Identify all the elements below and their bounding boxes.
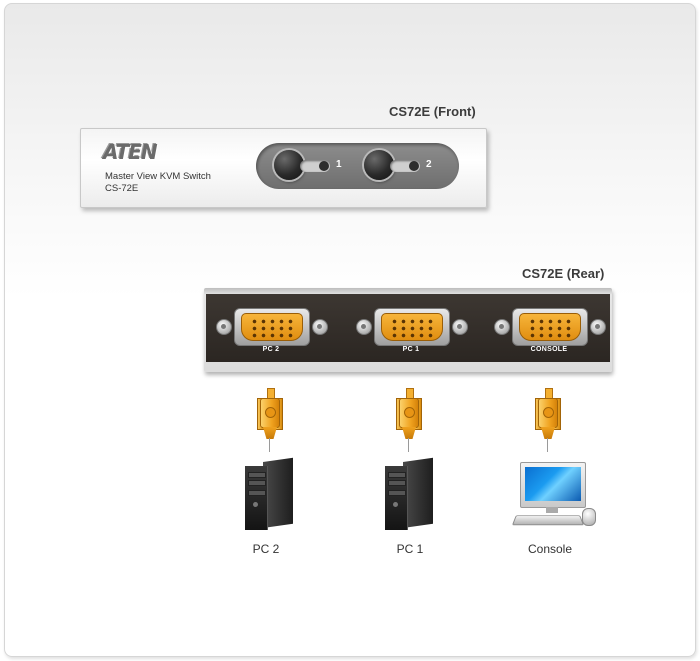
screw-icon [452, 319, 468, 335]
screw-icon [494, 319, 510, 335]
rear-port-label: PC 2 [262, 346, 280, 353]
rear-port-console: CONSOLE [494, 308, 606, 354]
screw-icon [216, 319, 232, 335]
device-label-console: Console [527, 542, 573, 556]
pc-tower-icon [385, 457, 435, 530]
port-1-led-icon [300, 160, 330, 172]
rear-heading: CS72E (Rear) [522, 266, 605, 281]
model-name: CS-72E [105, 183, 139, 194]
port-1-number: 1 [336, 159, 342, 170]
port-2-button[interactable] [364, 150, 394, 180]
vga-port-icon [234, 308, 310, 346]
device-label-pc1: PC 1 [396, 542, 424, 556]
rear-port-pc1: PC 1 [356, 308, 468, 354]
vga-port-icon [374, 308, 450, 346]
vga-cable-icon [394, 388, 424, 452]
rear-port-label: PC 1 [402, 346, 420, 353]
device-label-pc2: PC 2 [252, 542, 280, 556]
vga-cable-icon [533, 388, 563, 452]
rear-port-label: CONSOLE [530, 346, 568, 353]
front-heading: CS72E (Front) [389, 104, 476, 119]
front-panel: ATEN Master View KVM Switch CS-72E 1 2 [80, 128, 487, 208]
rear-panel-face: PC 2 PC 1 CONSOLE [206, 294, 610, 362]
pc-tower-icon [245, 457, 295, 530]
screw-icon [590, 319, 606, 335]
product-line: Master View KVM Switch [105, 171, 211, 182]
rear-port-pc2: PC 2 [216, 308, 328, 354]
screw-icon [312, 319, 328, 335]
port-2-number: 2 [426, 159, 432, 170]
screw-icon [356, 319, 372, 335]
rear-panel: PC 2 PC 1 CONSOLE [204, 288, 612, 372]
port-1-button[interactable] [274, 150, 304, 180]
vga-cable-icon [255, 388, 285, 452]
vga-port-icon [512, 308, 588, 346]
port-select-bar: 1 2 [256, 143, 459, 189]
brand-logo: ATEN [103, 140, 158, 164]
monitor-keyboard-mouse-icon [511, 462, 596, 532]
port-2-led-icon [390, 160, 420, 172]
